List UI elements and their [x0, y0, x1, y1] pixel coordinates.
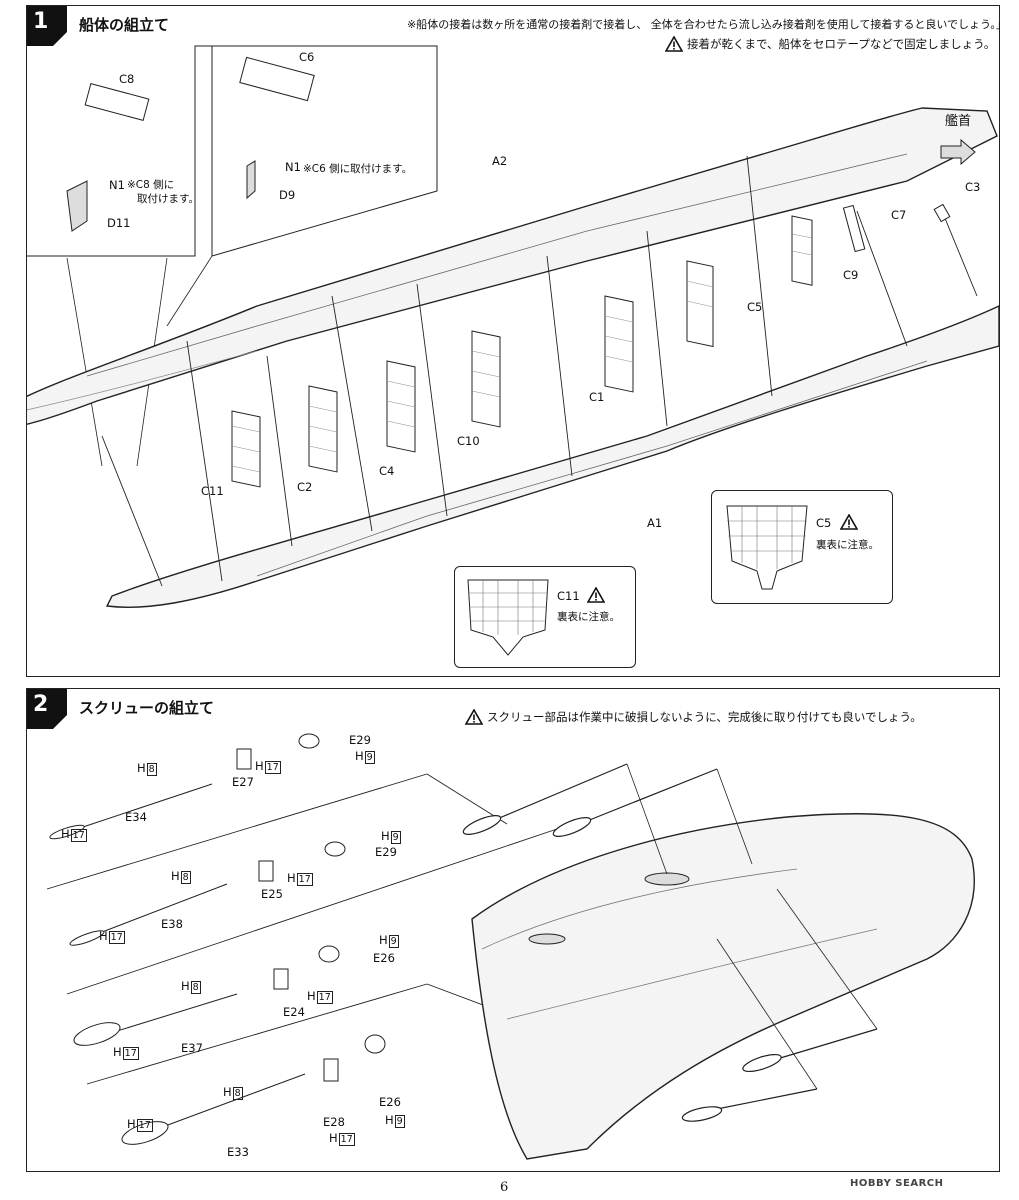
- step1-glue-note: ※船体の接着は数ヶ所を通常の接着剤で接着し、 全体を合わせたら流し込み接着剤を使…: [407, 18, 1007, 31]
- step1-title: 船体の組立て: [79, 16, 170, 34]
- row1-shaft-part: E34: [125, 810, 147, 824]
- row4-shaft-part: E33: [227, 1145, 249, 1159]
- label-c8: C8: [119, 72, 135, 86]
- label-c6: C6: [299, 50, 315, 64]
- bulkhead-c11-detail: [467, 579, 549, 656]
- screw-warning-text: スクリュー部品は作業中に破損しないように、完成後に取り付けても良いでしょう。: [487, 710, 922, 724]
- warning-icon: [665, 36, 683, 52]
- callout-c11-note: 裏表に注意。: [557, 611, 620, 623]
- label-c7: C7: [891, 208, 907, 222]
- warning-icon: [465, 709, 483, 725]
- step1-number: 1: [33, 9, 49, 34]
- page-number: 6: [500, 1180, 509, 1195]
- row1-prop-part: E29: [349, 733, 371, 747]
- label-c5: C5: [747, 300, 763, 314]
- warning-icon: [587, 587, 605, 603]
- row4-prop-part: E26: [379, 1095, 401, 1109]
- step2-screw-warning: スクリュー部品は作業中に破損しないように、完成後に取り付けても良いでしょう。: [465, 709, 922, 725]
- label-c11: C11: [201, 484, 224, 498]
- step2-title: スクリューの組立て: [79, 699, 215, 717]
- label-c1: C1: [589, 390, 605, 404]
- row3-prop-part: E26: [373, 951, 395, 965]
- step2-number: 2: [33, 692, 49, 717]
- row3-strut-part: E24: [283, 1005, 305, 1019]
- watermark: HOBBY SEARCH: [850, 1178, 944, 1189]
- label-a2: A2: [492, 154, 508, 168]
- warning-icon: [840, 514, 858, 530]
- label-a1: A1: [647, 516, 663, 530]
- row4-strut-part: E28: [323, 1115, 345, 1129]
- bulkhead-c5-detail: [726, 505, 808, 590]
- step-number-badge: [27, 689, 67, 729]
- row1-strut-part: E27: [232, 775, 254, 789]
- step2-illustration: [46, 733, 975, 1160]
- step2-panel: 2 スクリューの組立て スクリュー部品は作業中に破損しないように、完成後に取り付…: [26, 688, 1000, 1172]
- callout-c11: C11 裏表に注意。: [454, 566, 636, 668]
- label-c9: C9: [843, 268, 859, 282]
- step1-tape-warning: 接着が乾くまで、船体をセロテープなどで固定しましょう。: [665, 36, 995, 52]
- step-number-badge: [27, 6, 67, 46]
- callout-c5-note: 裏表に注意。: [816, 539, 879, 551]
- label-d11: D11: [107, 216, 131, 230]
- callout-c5-part: C5: [816, 516, 832, 530]
- callout-c5: C5 裏表に注意。: [711, 490, 893, 604]
- label-c2: C2: [297, 480, 313, 494]
- row2-prop-part: E29: [375, 845, 397, 859]
- step1-illustration: [27, 45, 999, 608]
- label-d9: D9: [279, 188, 296, 202]
- label-n1-right: N1: [285, 160, 301, 174]
- label-bow: 艦首: [945, 114, 972, 129]
- n1-left-note-2: 取付けます。: [137, 193, 199, 205]
- n1-left-note-1: ※C8 側に: [127, 179, 175, 191]
- label-c10: C10: [457, 434, 480, 448]
- step1-panel: 1 船体の組立て ※船体の接着は数ヶ所を通常の接着剤で接着し、 全体を合わせたら…: [26, 5, 1007, 677]
- n1-right-note: ※C6 側に取付けます。: [303, 163, 413, 175]
- label-c3: C3: [965, 180, 981, 194]
- tape-warning-text: 接着が乾くまで、船体をセロテープなどで固定しましょう。: [687, 37, 996, 51]
- row3-shaft-part: E37: [181, 1041, 203, 1055]
- callout-c11-part: C11: [557, 589, 580, 603]
- label-c4: C4: [379, 464, 395, 478]
- label-n1-left: N1: [109, 178, 125, 192]
- row2-strut-part: E25: [261, 887, 283, 901]
- row2-shaft-part: E38: [161, 917, 183, 931]
